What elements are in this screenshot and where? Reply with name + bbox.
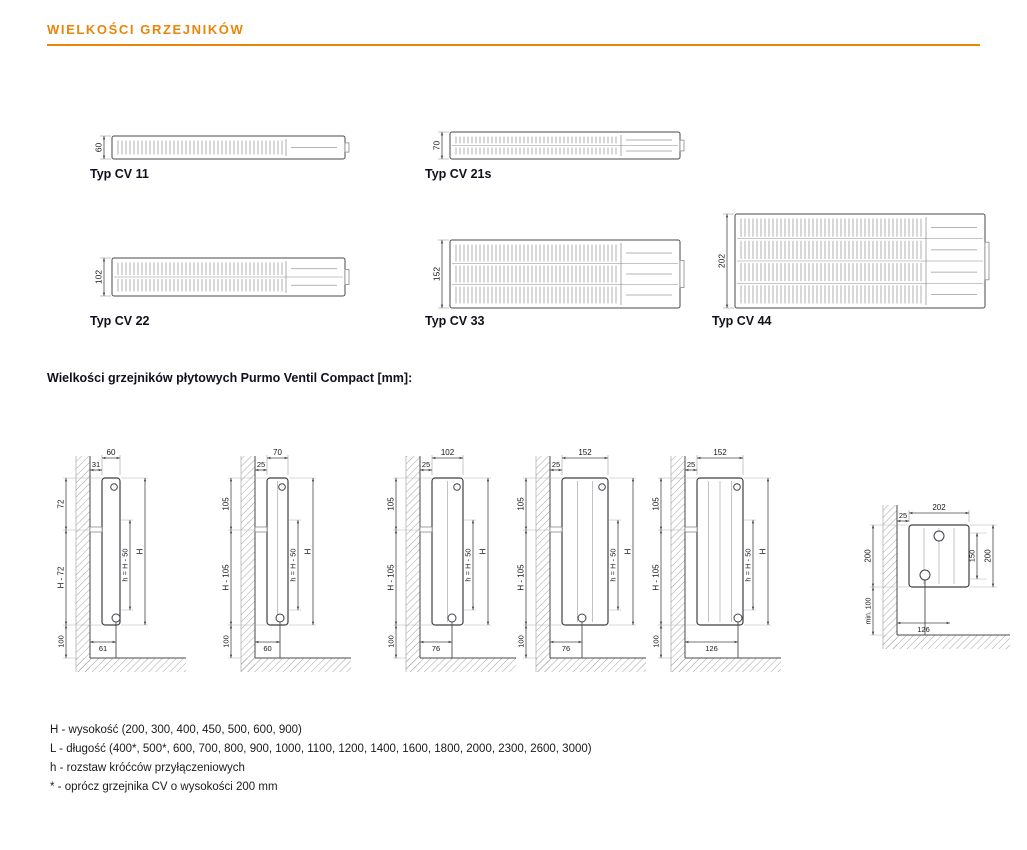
dim-label: H - 105 <box>222 564 231 591</box>
dim-label: 100 <box>387 635 396 648</box>
dim-label: H <box>759 548 768 554</box>
dim-label: 100 <box>652 635 661 648</box>
dim-label: 25 <box>257 460 265 469</box>
label-typ-cv44: Typ CV 44 <box>712 314 772 328</box>
dim-label: 25 <box>422 460 430 469</box>
dim-label: 60 <box>263 644 271 653</box>
dim-label: min. 100 <box>866 597 873 624</box>
dim-label: 202 <box>717 254 727 268</box>
dim-label: 102 <box>94 270 104 284</box>
dim-label: 100 <box>222 635 231 648</box>
dim-label: H <box>479 548 488 554</box>
dim-label: H - 105 <box>652 564 661 591</box>
dim-label: 76 <box>562 644 570 653</box>
dim-label: 31 <box>92 460 100 469</box>
dim-label: 152 <box>713 448 727 457</box>
dim-label: H - 105 <box>517 564 526 591</box>
label-typ-cv21s: Typ CV 21s <box>425 167 492 181</box>
dim-label: 200 <box>864 549 873 563</box>
dim-label: 25 <box>899 511 907 520</box>
legend-line-length: L - długość (400*, 500*, 600, 700, 800, … <box>50 743 592 755</box>
cross-section-cv21s: 70 <box>432 131 685 160</box>
dim-label: 60 <box>94 143 104 153</box>
dim-label: 70 <box>273 448 282 457</box>
dim-label: 105 <box>222 497 231 511</box>
dim-label: 105 <box>517 497 526 511</box>
legend-line-connections: h - rozstaw króćców przyłączeniowych <box>50 762 245 774</box>
side-view-5: 152 25 105 H - 105 100 h = H - 50 H 126 <box>652 448 781 672</box>
label-typ-cv11: Typ CV 11 <box>90 167 149 181</box>
dim-label: H <box>624 548 633 554</box>
label-typ-cv22: Typ CV 22 <box>90 314 150 328</box>
label-typ-cv33: Typ CV 33 <box>425 314 485 328</box>
cross-section-cv44: 202 <box>717 213 990 309</box>
dim-label: 100 <box>57 635 66 648</box>
dim-label: h = H - 50 <box>289 548 298 581</box>
dim-label: H <box>304 548 313 554</box>
dim-label: 126 <box>705 644 718 653</box>
dim-label: H <box>136 548 145 554</box>
dim-label: 76 <box>432 644 440 653</box>
dim-label: 100 <box>517 635 526 648</box>
dim-label: 60 <box>107 448 116 457</box>
cross-section-cv11: 60 <box>94 135 350 160</box>
dim-label: H - 72 <box>57 566 66 588</box>
dim-label: 25 <box>687 460 695 469</box>
dim-label: 72 <box>57 499 66 508</box>
dim-label: 25 <box>552 460 560 469</box>
dim-label: h = H - 50 <box>609 548 618 581</box>
legend-line-footnote: * - oprócz grzejnika CV o wysokości 200 … <box>50 781 278 793</box>
dim-label: 150 <box>968 550 977 563</box>
dim-label: h = H - 50 <box>121 548 130 581</box>
header-rule <box>47 44 980 46</box>
side-view-1: 60 31 72 H - 72 100 h = H - 50 H 61 <box>57 448 186 672</box>
dim-label: 152 <box>578 448 592 457</box>
side-view-2: 70 25 105 H - 105 100 h = H - 50 H 60 <box>222 448 351 672</box>
side-view-3: 102 25 105 H - 105 100 h = H - 50 H 76 <box>387 448 516 672</box>
dim-label: 126 <box>917 625 930 634</box>
dim-label: h = H - 50 <box>744 548 753 581</box>
page-title: WIELKOŚCI GRZEJNIKÓW <box>47 22 245 37</box>
dim-label: 202 <box>932 503 946 512</box>
dim-label: 102 <box>441 448 455 457</box>
detail-view: 202 25 200 min. 100 150 200 126 <box>864 503 1010 649</box>
dim-label: 61 <box>99 644 107 653</box>
side-section-title: Wielkości grzejników płytowych Purmo Ven… <box>47 371 413 385</box>
dim-label: 152 <box>432 267 442 281</box>
dim-label: 70 <box>432 141 442 151</box>
cross-section-cv22: 102 <box>94 257 350 297</box>
dim-label: h = H - 50 <box>464 548 473 581</box>
side-view-4: 152 25 105 H - 105 100 h = H - 50 H 76 <box>517 448 646 672</box>
legend-line-height: H - wysokość (200, 300, 400, 450, 500, 6… <box>50 724 302 736</box>
cross-section-cv33: 152 <box>432 239 685 309</box>
dim-label: 105 <box>652 497 661 511</box>
dim-label: 105 <box>387 497 396 511</box>
dim-label: 200 <box>984 549 993 563</box>
dim-label: H - 105 <box>387 564 396 591</box>
